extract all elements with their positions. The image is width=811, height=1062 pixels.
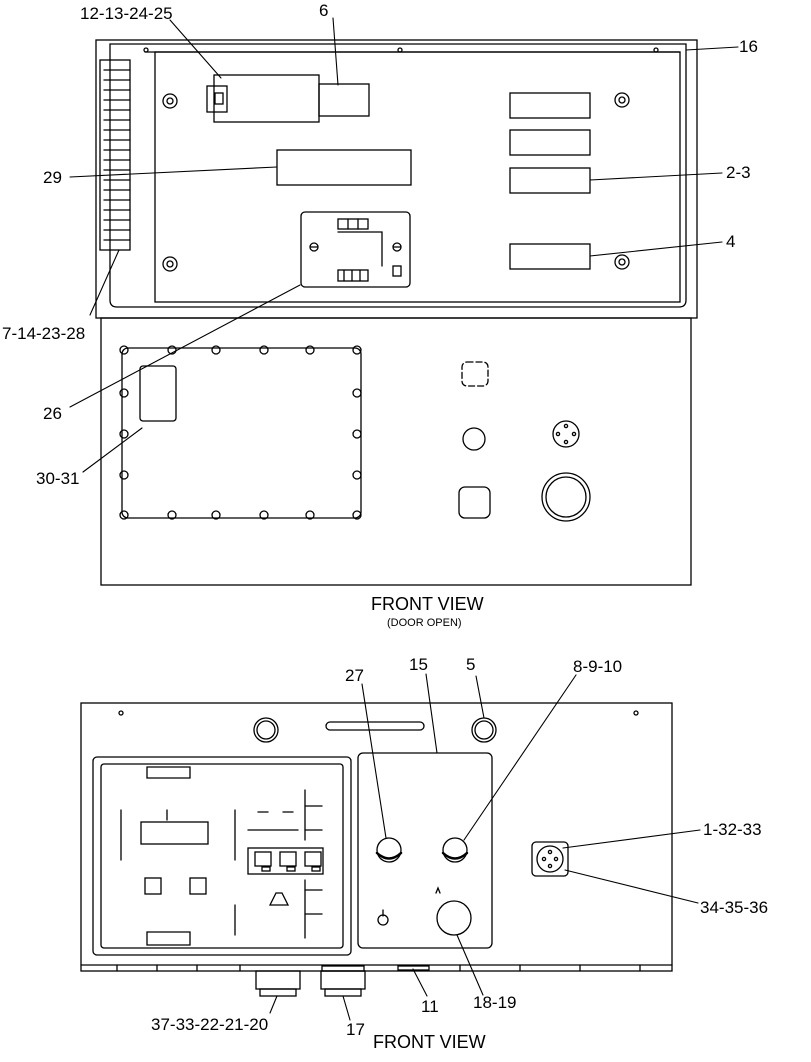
callout-labels: 12-13-24-25 6 16 29 2-3 4 7-14-23-28 26 … <box>2 1 768 1052</box>
door-outline <box>100 317 692 586</box>
module-a <box>509 92 591 119</box>
callout-8-9-10: 8-9-10 <box>573 657 622 676</box>
lower-view <box>80 673 701 1021</box>
upper-leaders <box>69 17 739 473</box>
plate-15 <box>357 752 493 949</box>
lower-enclosure-outline <box>80 702 673 972</box>
callout-15: 15 <box>409 655 428 674</box>
callout-30-31: 30-31 <box>36 469 79 488</box>
lower-view-caption: FRONT VIEW <box>373 1032 486 1052</box>
callout-16: 16 <box>739 37 758 56</box>
bottom-fittings <box>116 964 641 997</box>
module-2-3 <box>509 167 591 194</box>
callout-34-35-36: 34-35-36 <box>700 898 768 917</box>
callout-18-19: 18-19 <box>473 993 516 1012</box>
module-4 <box>509 243 591 270</box>
callout-1-32-33: 1-32-33 <box>703 820 762 839</box>
hinge-strip <box>99 59 131 251</box>
door-cutouts <box>458 361 591 522</box>
callout-37-33-22-21-20: 37-33-22-21-20 <box>151 1015 268 1034</box>
upper-enclosure-inner-lip <box>109 43 687 308</box>
callout-7-14-23-28: 7-14-23-28 <box>2 324 85 343</box>
callout-29: 29 <box>43 168 62 187</box>
callout-4: 4 <box>726 232 735 251</box>
callout-2-3: 2-3 <box>726 163 751 182</box>
callout-17: 17 <box>346 1020 365 1039</box>
connector-1-32-33 <box>531 841 569 877</box>
upper-view-caption: FRONT VIEW <box>371 594 484 614</box>
door-gasket <box>119 345 362 520</box>
back-panel <box>154 51 681 303</box>
lower-leaders <box>269 673 701 1021</box>
hinge-fingers <box>103 69 131 241</box>
callout-6: 6 <box>319 1 328 20</box>
module-b <box>509 129 591 156</box>
callout-27: 27 <box>345 666 364 685</box>
callout-12-13-24-25: 12-13-24-25 <box>80 4 173 23</box>
callout-11: 11 <box>421 997 439 1016</box>
callout-26: 26 <box>43 404 62 423</box>
sub-panel-26 <box>300 211 411 288</box>
upper-view <box>69 17 739 586</box>
module-29 <box>276 149 412 186</box>
left-control-module <box>92 756 352 956</box>
callout-5: 5 <box>466 655 475 674</box>
upper-view-subcaption: (DOOR OPEN) <box>387 617 462 629</box>
mounting-studs <box>162 92 630 272</box>
relay-component <box>206 74 370 123</box>
top-slot <box>325 721 425 731</box>
